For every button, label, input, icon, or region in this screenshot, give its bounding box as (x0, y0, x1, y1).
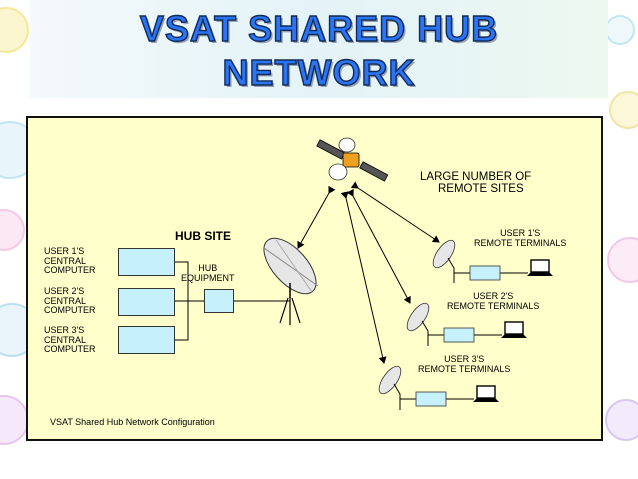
hub-equipment-label-line2: EQUIPMENT (181, 272, 235, 283)
central-computer-label-2: USER 2'S CENTRAL COMPUTER (44, 286, 96, 316)
decor-circle (609, 91, 638, 129)
hub-dish-antenna-icon (263, 237, 319, 325)
diagram-lines (175, 137, 553, 410)
central-computer-label-1: USER 1'S CENTRAL COMPUTER (44, 246, 96, 276)
laptop-icon (501, 321, 527, 338)
remote-sites-heading: LARGE NUMBER OF REMOTE SITES (420, 171, 531, 196)
remote3-link-arrow (340, 191, 387, 364)
central-computer-label-line3: COMPUTER (44, 305, 96, 316)
remote-terminals-label-line2: REMOTE TERMINALS (474, 237, 567, 248)
decor-circle (605, 15, 635, 45)
remote1-link-arrow (350, 181, 440, 243)
remote-terminals-label-line2: REMOTE TERMINALS (447, 300, 540, 311)
remote-site-3 (378, 365, 499, 410)
remote-dish-antenna-icon (406, 302, 430, 346)
decor-circle (607, 237, 638, 283)
diagram-caption: VSAT Shared Hub Network Configuration (50, 417, 215, 427)
central-computer-label-line1: USER 1'S (44, 246, 85, 256)
central-computer-label-line1: USER 3'S (44, 325, 85, 335)
laptop-icon (527, 259, 553, 276)
network-diagram: LARGE NUMBER OF REMOTE SITES HUB SITE HU… (26, 116, 603, 441)
slide-title-line1: VSAT SHARED HUB (139, 7, 499, 49)
central-computer-label-line2: CENTRAL (44, 334, 87, 345)
central-computer-label-line1: USER 2'S (44, 286, 85, 296)
central-computer-label-line2: CENTRAL (44, 255, 87, 266)
remote2-link-arrow (346, 188, 411, 304)
central-computer-label-line2: CENTRAL (44, 295, 87, 306)
hub-equipment-box (204, 289, 234, 313)
remote-site-1 (432, 239, 553, 283)
hub-equipment-label: HUB EQUIPMENT (181, 263, 235, 283)
remote-terminals-label-2: USER 2'S REMOTE TERMINALS (447, 291, 540, 311)
decor-circle (0, 209, 25, 251)
remote-terminals-label-line1: USER 2'S (473, 291, 514, 301)
satellite-icon (316, 137, 389, 182)
decor-circle (0, 395, 29, 445)
central-computer-box-1 (118, 248, 175, 276)
laptop-icon (473, 385, 499, 402)
remote-sites-heading-line2: REMOTE SITES (438, 183, 524, 196)
central-computer-box-2 (118, 288, 175, 316)
hub-site-label: HUB SITE (175, 229, 232, 243)
remote-site-2 (406, 302, 527, 346)
central-computer-label-line3: COMPUTER (44, 265, 96, 276)
central-computer-label-3: USER 3'S CENTRAL COMPUTER (44, 325, 96, 355)
remote-terminals-label-line1: USER 3'S (444, 354, 485, 364)
hub-equipment-label-line1: HUB (198, 263, 218, 273)
connector-lines (175, 261, 290, 341)
remote-sites-heading-line1: LARGE NUMBER OF (420, 171, 532, 183)
central-computer-label-line3: COMPUTER (44, 344, 96, 355)
remote-terminals-label-1: USER 1'S REMOTE TERMINALS (474, 228, 567, 248)
central-computer-box-3 (118, 326, 175, 354)
remote-dish-antenna-icon (378, 365, 402, 410)
hub-link-arrow (297, 185, 336, 249)
slide-title-line2: NETWORK (222, 51, 416, 93)
title-band (30, 0, 608, 98)
remote-modem-box (469, 265, 501, 281)
remote-modem-box (415, 391, 447, 407)
remote-dish-antenna-icon (432, 239, 456, 283)
link-arrows (297, 181, 440, 364)
remote-modem-box (443, 327, 475, 343)
remote-terminals-label-line2: REMOTE TERMINALS (418, 363, 511, 374)
remote-terminals-label-3: USER 3'S REMOTE TERMINALS (418, 354, 511, 374)
remote-terminals-label-line1: USER 1'S (500, 228, 541, 238)
decor-circle (0, 7, 29, 53)
decor-circle (605, 399, 638, 441)
